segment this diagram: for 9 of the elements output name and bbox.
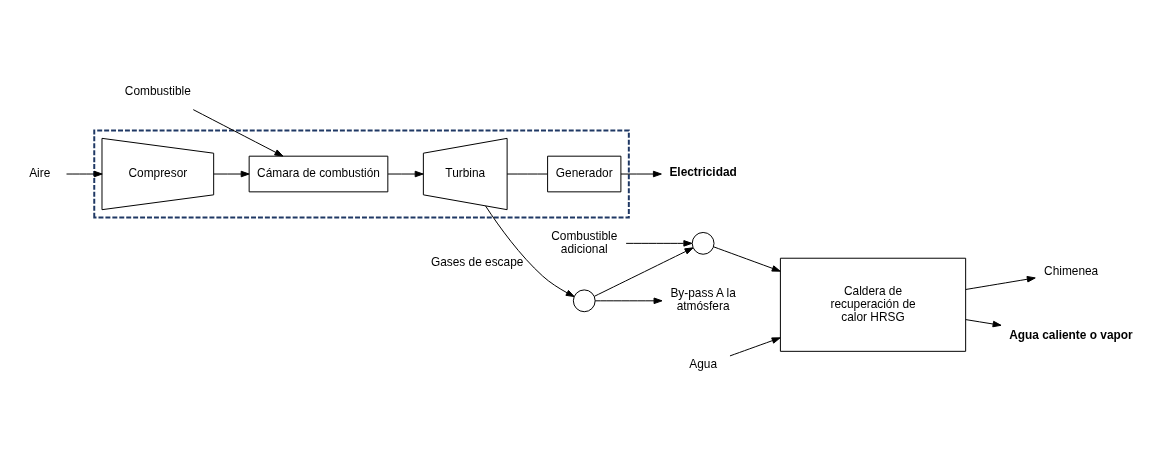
- node-text: Agua caliente o vapor: [1009, 327, 1133, 342]
- edge-label: Gases de escape: [430, 254, 524, 269]
- node-text: Electricidad: [669, 164, 737, 179]
- node-text: Aire: [29, 165, 51, 180]
- node-text: Chimenea: [1044, 263, 1099, 278]
- node-text: Combustible adicional: [551, 228, 618, 256]
- node-text: Combustible: [124, 83, 191, 98]
- node-text: Agua: [689, 356, 717, 371]
- node-text: By-pass A la atmósfera: [670, 285, 736, 313]
